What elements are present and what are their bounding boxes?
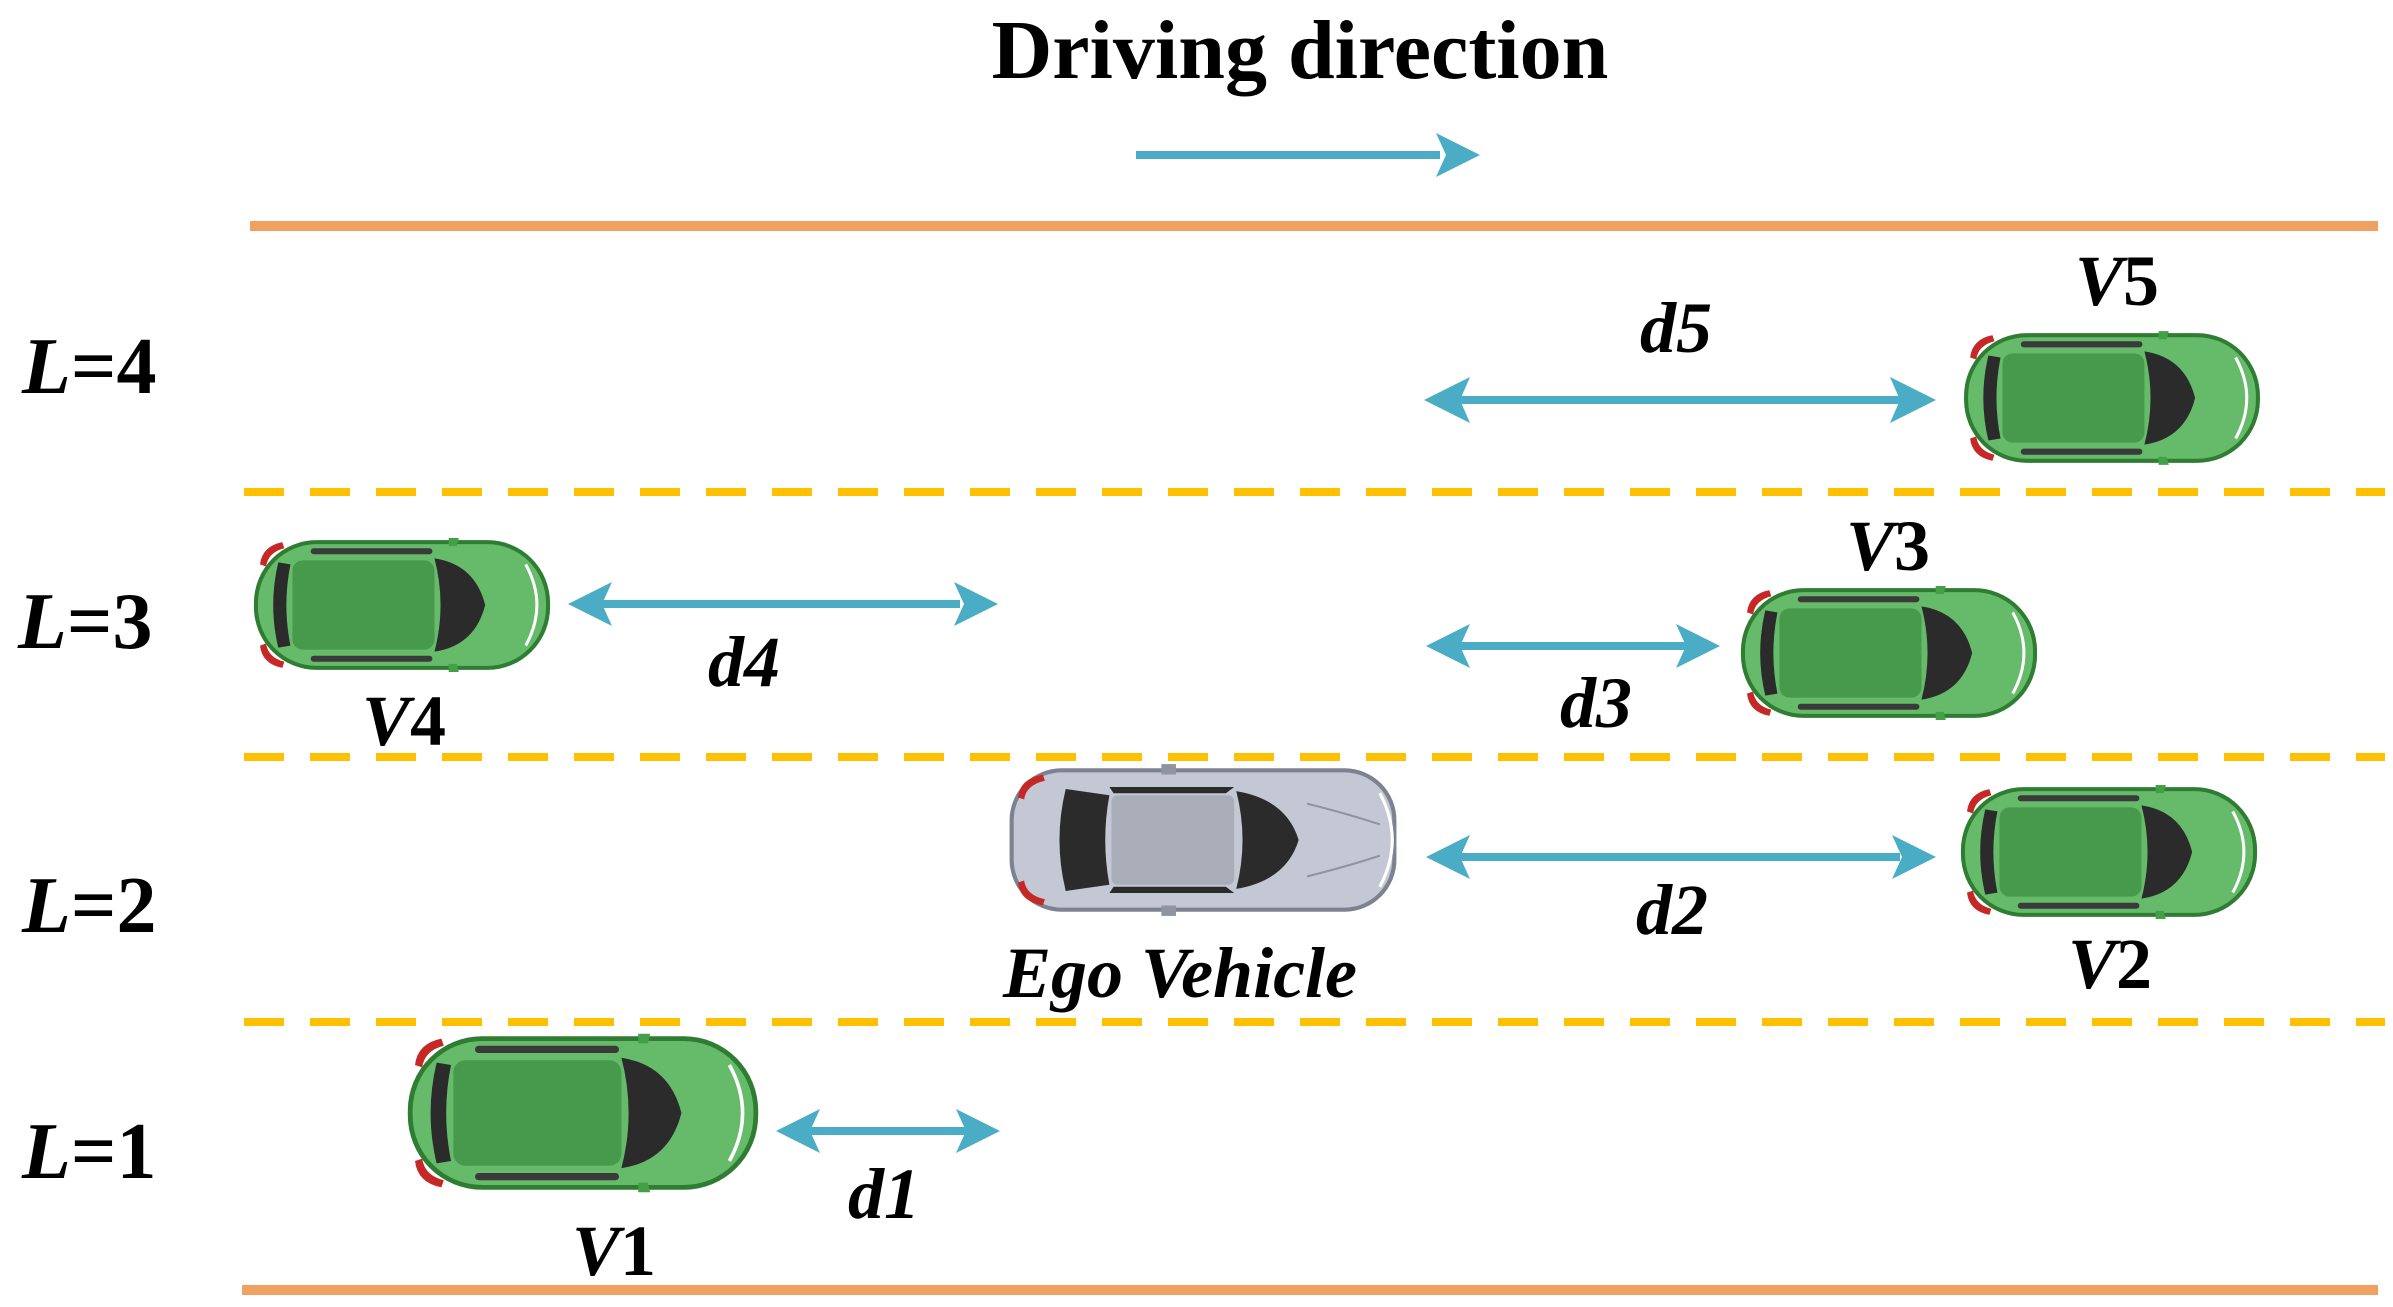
distance-label-d5: d5: [1640, 288, 1712, 368]
ego-vehicle-label: Ego Vehicle: [1002, 933, 1357, 1013]
distance-arrow-d3: [1426, 624, 1720, 668]
distance-label-d2: d2: [1636, 870, 1708, 950]
driving-direction-arrow: [1136, 133, 1480, 177]
diagram-title: Driving direction: [992, 4, 1609, 97]
vehicle-v3: [1739, 584, 2039, 722]
lane-label-3: L=3: [17, 578, 152, 666]
vehicle-label-v3: V3: [1846, 506, 1930, 586]
lane-label-4: L=4: [21, 323, 156, 411]
distance-label-d4: d4: [708, 622, 780, 702]
vehicle-label-v2: V2: [2068, 924, 2152, 1004]
vehicle-v2: [1959, 783, 2259, 921]
distance-label-d3: d3: [1560, 663, 1632, 743]
lane-label-1: L=1: [21, 1108, 156, 1196]
vehicle-label-v1: V1: [572, 1211, 656, 1291]
distance-arrow-d2: [1426, 835, 1936, 879]
vehicle-v1: [405, 1031, 761, 1195]
lane-label-2: L=2: [21, 862, 156, 950]
ego-vehicle: [1007, 762, 1399, 918]
vehicle-v4: [252, 536, 552, 674]
distance-arrow-d5: [1424, 377, 1936, 423]
distance-arrow-d4: [568, 582, 998, 626]
vehicle-label-v4: V4: [362, 681, 446, 761]
vehicle-label-v5: V5: [2075, 241, 2159, 321]
vehicle-v5: [1962, 329, 2262, 467]
distance-arrow-d1: [776, 1109, 1000, 1153]
distance-label-d1: d1: [848, 1154, 920, 1234]
